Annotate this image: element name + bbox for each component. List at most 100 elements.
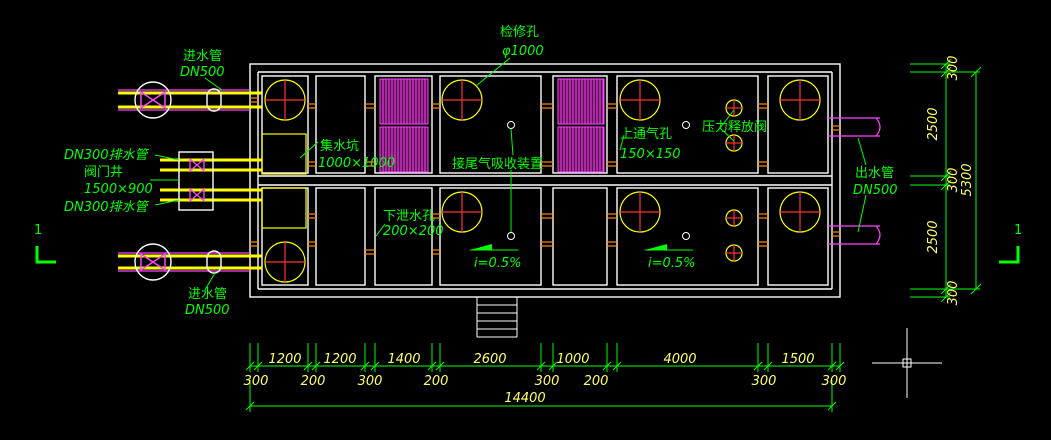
media-hatch — [379, 78, 605, 173]
dimension-tick — [360, 343, 370, 372]
label-upper-vent-size: 150×150 — [620, 147, 681, 162]
media-block — [379, 78, 429, 125]
pressure-valves — [725, 99, 743, 262]
dimension-value: 4000 — [663, 352, 696, 367]
sump-boxes — [261, 133, 307, 229]
label-lower-hole: 下泄水孔 — [383, 209, 435, 224]
dimension-tick — [311, 343, 321, 372]
dimension-value: 200 — [424, 374, 449, 389]
cad-crosshair-icon — [872, 328, 942, 398]
label-slope-right: i=0.5% — [648, 256, 696, 271]
vdim-2: 300 — [946, 168, 961, 193]
vdim-1: 2500 — [926, 107, 941, 140]
dimension-tick — [753, 343, 763, 372]
manhole-icon — [779, 79, 821, 121]
section-label-right: 1 — [1014, 223, 1022, 238]
label-sump-size: 1000×1000 — [318, 156, 395, 171]
label-lower-hole-size: 200×200 — [383, 224, 444, 239]
vertical-dimension-lines — [910, 58, 982, 303]
dimension-value: 1000 — [556, 352, 589, 367]
dimension-value: 2600 — [473, 352, 506, 367]
manhole-icon — [619, 191, 661, 233]
dimension-text-upper: 1200 1200 1400 2600 1000 4000 1500 — [268, 352, 814, 367]
dimension-value: 1400 — [387, 352, 420, 367]
dimension-tick — [548, 343, 558, 372]
dimension-tick — [536, 343, 546, 372]
dimension-value: 1200 — [323, 352, 356, 367]
dimension-tick — [827, 343, 837, 372]
dimension-ticks — [245, 343, 845, 412]
dimension-lines — [250, 365, 840, 407]
manhole-icon — [264, 241, 306, 283]
manhole-icon — [441, 79, 483, 121]
label-inspection-hole: 检修孔 — [500, 25, 539, 40]
section-marker-right — [999, 246, 1020, 264]
dimension-value: 300 — [358, 374, 383, 389]
dimension-tick — [602, 343, 612, 372]
dimension-tick — [427, 343, 437, 372]
label-inlet-bottom-size: DN500 — [185, 303, 230, 318]
drain-pipes — [160, 151, 262, 211]
label-inlet-bottom: 进水管 — [188, 287, 227, 302]
section-marker-left — [35, 246, 56, 264]
label-inlet-top: 进水管 — [183, 49, 222, 64]
vent-holes — [507, 121, 690, 240]
outlet-pipes — [828, 117, 881, 245]
media-block — [379, 126, 429, 173]
manholes — [264, 79, 821, 283]
dimension-value: 300 — [752, 374, 777, 389]
leader-lines — [150, 57, 867, 291]
label-outlet: 出水管 — [855, 166, 894, 181]
compartments — [261, 75, 829, 286]
section-label-left: 1 — [34, 223, 42, 238]
inlet-pipe-bottom — [118, 243, 262, 281]
vdim-total: 5300 — [960, 163, 975, 196]
tank-outline — [249, 63, 841, 298]
dimension-tick — [763, 343, 773, 372]
label-slope-left: i=0.5% — [474, 256, 522, 271]
manhole-icon — [779, 191, 821, 233]
dimension-tick — [370, 343, 380, 372]
dimension-text-lower: 300 200 300 200 300 200 300 300 — [244, 374, 847, 389]
slope-arrows — [470, 244, 693, 251]
label-inspection-hole-size: φ1000 — [502, 44, 544, 59]
vdim-0: 300 — [946, 56, 961, 81]
manhole-icon — [441, 191, 483, 233]
label-sump: 集水坑 — [320, 138, 359, 154]
dimension-tick — [303, 343, 313, 372]
dimension-value: 200 — [301, 374, 326, 389]
dimension-tick — [245, 343, 255, 372]
dimension-value: 300 — [822, 374, 847, 389]
dimension-value: 1200 — [268, 352, 301, 367]
label-valve-well-size: 1500×900 — [84, 182, 153, 197]
media-block — [557, 126, 605, 173]
dimension-tick — [435, 343, 445, 372]
dimension-value: 300 — [244, 374, 269, 389]
manhole-icon — [264, 79, 306, 121]
manhole-icon — [619, 79, 661, 121]
label-upper-vent: 上通气孔 — [620, 126, 672, 142]
vdim-4: 300 — [946, 281, 961, 306]
label-drain-bottom: DN300排水管 — [64, 200, 150, 215]
inlet-pipe-top — [118, 81, 262, 119]
label-valve-well: 阀门井 — [84, 165, 123, 180]
media-block — [557, 78, 605, 125]
dimension-value: 300 — [535, 374, 560, 389]
wall-openings — [250, 97, 840, 255]
dimension-total: 14400 — [504, 391, 545, 406]
dimension-tick — [835, 343, 845, 372]
dimension-tick — [245, 380, 255, 412]
dimension-value: 1500 — [781, 352, 814, 367]
dimension-value: 200 — [584, 374, 609, 389]
stairs — [476, 297, 518, 338]
label-pressure-valve: 压力释放阀 — [702, 120, 767, 135]
label-tail-gas: 接尾气吸收装置 — [452, 156, 543, 172]
dimension-tick — [612, 343, 622, 372]
label-inlet-top-size: DN500 — [180, 65, 225, 80]
dimension-tick — [253, 343, 263, 372]
label-drain-top: DN300排水管 — [64, 148, 150, 163]
dimension-tick — [827, 380, 837, 412]
label-outlet-size: DN500 — [853, 183, 898, 198]
vdim-3: 2500 — [926, 220, 941, 253]
